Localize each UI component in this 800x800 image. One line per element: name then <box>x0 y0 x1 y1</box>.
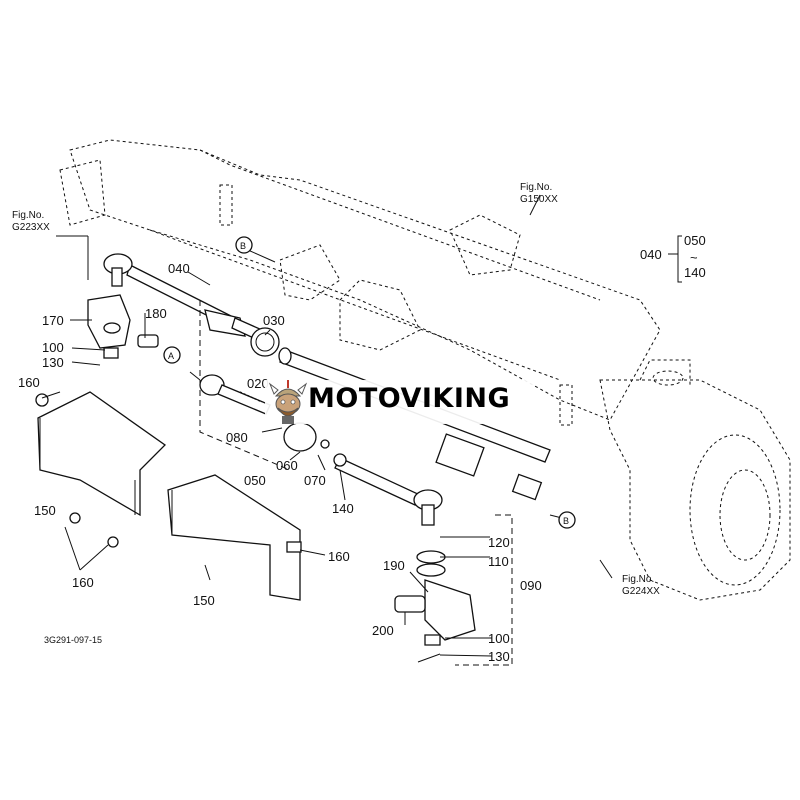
callout-070: 070 <box>304 473 326 488</box>
cover-right <box>167 474 301 601</box>
callout-160-right: 160 <box>328 549 350 564</box>
callout-020: 020 <box>247 376 269 391</box>
callout-100-left: 100 <box>42 340 64 355</box>
knuckle-arm-left <box>87 294 159 359</box>
range-start: 040 <box>640 247 662 262</box>
fig-ref-g223-line1: Fig.No. <box>12 210 44 221</box>
knuckle-arm-right <box>394 550 476 663</box>
callout-170: 170 <box>42 313 64 328</box>
callout-030: 030 <box>263 313 285 328</box>
range-tilde: ~ <box>690 250 698 265</box>
callout-130-left: 130 <box>42 355 64 370</box>
marker-a-label: A <box>168 351 174 361</box>
callout-150-left: 150 <box>34 503 56 518</box>
callout-180: 180 <box>145 306 167 321</box>
callout-150-right: 150 <box>193 593 215 608</box>
tie-rod-lower <box>333 453 443 526</box>
callout-050: 050 <box>244 473 266 488</box>
fig-ref-g150-line2: G150XX <box>520 194 558 205</box>
tie-rod-upper <box>103 253 263 341</box>
callout-130-right: 130 <box>488 649 510 664</box>
range-bottom: 140 <box>684 265 706 280</box>
range-top: 050 <box>684 233 706 248</box>
marker-b-upper: B <box>235 236 253 254</box>
group-bracket-090 <box>455 514 513 666</box>
callout-040: 040 <box>168 261 190 276</box>
callout-160-bottom: 160 <box>72 575 94 590</box>
viking-mascot-icon <box>268 380 308 424</box>
watermark-text: MOTOVIKING <box>308 383 511 414</box>
marker-b-upper-label: B <box>240 241 246 251</box>
leader-lines <box>41 194 613 657</box>
callout-190: 190 <box>383 558 405 573</box>
callout-200: 200 <box>372 623 394 638</box>
cover-left <box>37 391 167 517</box>
callout-120: 120 <box>488 535 510 550</box>
callout-090: 090 <box>520 578 542 593</box>
marker-a: A <box>163 346 181 364</box>
fig-ref-g224-line2: G224XX <box>622 586 660 597</box>
fig-ref-g224-line1: Fig.No. <box>622 574 654 585</box>
callout-160-top: 160 <box>18 375 40 390</box>
drawing-code: 3G291-097-15 <box>44 635 102 645</box>
marker-b-lower: B <box>558 511 576 529</box>
bolts <box>35 393 302 553</box>
axle-housing <box>59 139 661 426</box>
group-bracket-050 <box>199 300 291 471</box>
callout-060: 060 <box>276 458 298 473</box>
watermark-banner <box>265 380 533 424</box>
snap-ring <box>250 327 280 357</box>
wheel-hub <box>599 359 791 601</box>
callout-080: 080 <box>226 430 248 445</box>
ball-joint-a <box>199 374 330 452</box>
callout-100-right: 100 <box>488 631 510 646</box>
callout-110: 110 <box>488 554 509 569</box>
callout-140: 140 <box>332 501 354 516</box>
marker-b-lower-label: B <box>563 516 569 526</box>
fig-ref-g150-line1: Fig.No. <box>520 182 552 193</box>
fig-ref-g223-line2: G223XX <box>12 222 50 233</box>
range-bracket <box>677 235 682 283</box>
